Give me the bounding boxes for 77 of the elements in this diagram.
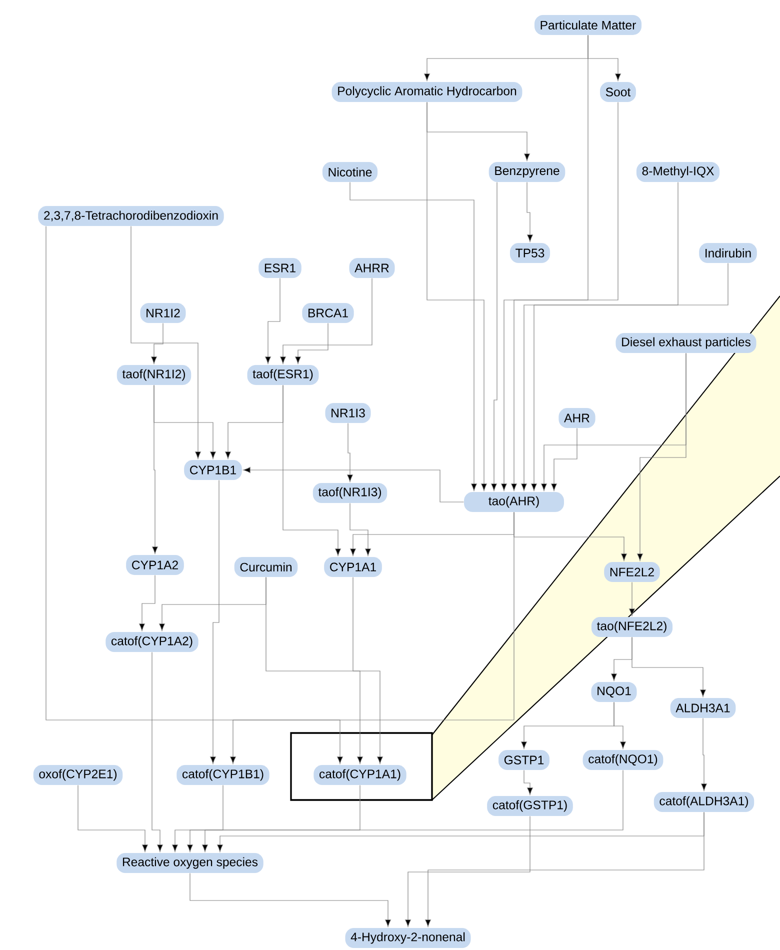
arrow: [152, 652, 163, 852]
arrow: [266, 576, 363, 764]
entity-box: Indirubin: [699, 243, 757, 263]
arrow: [350, 182, 477, 491]
arrow: [352, 576, 383, 764]
arrow: [243, 467, 464, 502]
entity-box: Nicotine: [322, 162, 378, 182]
entity-box: tao(NFE2L2): [591, 617, 673, 637]
arrow: [190, 872, 391, 927]
arrow: [347, 422, 353, 482]
arrow: [265, 278, 280, 364]
entity-box: Benzpyrene: [488, 162, 566, 182]
arrow: [425, 812, 704, 927]
entity-box: NR1I2: [140, 303, 186, 323]
arrow: [637, 352, 686, 561]
arrow: [210, 480, 220, 764]
arrow: [524, 770, 533, 795]
entity-box: NFE2L2: [604, 562, 660, 582]
entity-box: BRCA1: [302, 303, 354, 323]
arrow: [632, 636, 706, 697]
entity-box: taof(NR1I3): [312, 483, 388, 503]
arrow: [139, 574, 156, 631]
arrow: [511, 102, 618, 491]
arrow: [526, 182, 533, 242]
arrow: [130, 226, 201, 459]
entity-box: ESR1: [258, 258, 302, 278]
arrow: [501, 34, 588, 491]
entity-box: AHRR: [349, 258, 395, 278]
arrow: [521, 182, 678, 491]
arrow: [629, 582, 635, 616]
entity-box: taof(ESR1): [247, 365, 319, 385]
entity-box: catof(CYP1B1): [176, 765, 270, 785]
arrow: [551, 428, 578, 491]
entity-box: NR1I3: [325, 403, 371, 423]
arrow: [405, 816, 530, 927]
entity-box: catof(CYP1A2): [106, 632, 198, 652]
arrow: [46, 226, 343, 764]
entity-box: Soot: [600, 82, 636, 102]
entity-box: catof(ALDH3A1): [654, 792, 754, 812]
entity-box: Reactive oxygen species: [116, 853, 264, 873]
entity-box: Curcumin: [234, 557, 298, 577]
entity-box: catof(GSTP1): [487, 796, 573, 816]
arrow: [491, 182, 498, 491]
entity-box: Diesel exhaust particles: [616, 333, 756, 353]
arrow: [230, 512, 514, 764]
arrow: [152, 384, 158, 554]
arrow: [172, 784, 224, 852]
entity-box: tao(AHR): [464, 492, 564, 512]
entity-box: GSTP1: [498, 750, 550, 770]
entity-box: oxof(CYP2E1): [33, 765, 123, 785]
arrow: [187, 784, 360, 852]
entity-box: NQO1: [591, 682, 637, 702]
entity-box: catof(NQO1): [582, 750, 664, 770]
entity-box: Particulate Matter: [534, 15, 642, 35]
arrow: [280, 278, 372, 364]
arrow: [531, 262, 728, 491]
arrow: [701, 718, 707, 791]
arrow: [78, 784, 148, 852]
entity-box: AHR: [558, 408, 596, 428]
entity-box: taof(NR1I2): [116, 365, 192, 385]
arrow: [614, 702, 626, 749]
entity-box: 2,3,7,8-Tetrachorodibenzodioxin: [38, 206, 224, 226]
entity-box: CYP1B1: [184, 460, 242, 480]
arrow: [295, 322, 328, 364]
arrow: [350, 502, 371, 556]
entity-box: catof(CYP1A1): [314, 765, 406, 785]
entity-box: CYP1A2: [126, 555, 184, 575]
entity-box: Polycyclic Aromatic Hydrocarbon: [332, 82, 522, 102]
entity-box: ALDH3A1: [670, 698, 736, 718]
entity-box: TP53: [510, 243, 550, 263]
arrow: [282, 384, 341, 556]
entity-box: 4-Hydroxy-2-nonenal: [345, 928, 471, 948]
arrow: [202, 770, 624, 852]
entity-box: CYP1A1: [324, 557, 382, 577]
arrow: [426, 102, 487, 491]
arrow: [151, 322, 164, 364]
entity-box: 8-Methyl-IQX: [636, 162, 720, 182]
